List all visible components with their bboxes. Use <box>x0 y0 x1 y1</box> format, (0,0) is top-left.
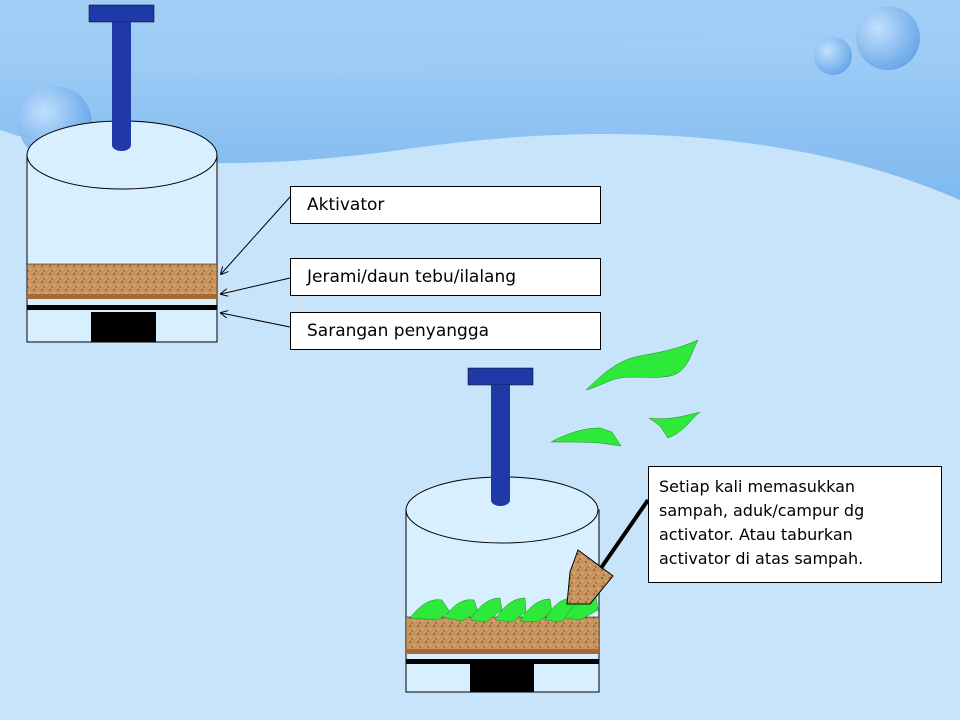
straw-layer-right <box>405 616 600 652</box>
label-aktivator-text: Aktivator <box>307 195 385 215</box>
arrow-jerami <box>221 277 291 294</box>
activator-scoop <box>566 498 650 605</box>
note-line: sampah, aduk/campur dg <box>659 501 865 520</box>
leaf-1 <box>585 339 699 391</box>
instruction-note: Setiap kali memasukkan sampah, aduk/camp… <box>648 466 942 583</box>
straw-base-right <box>406 649 599 654</box>
straw-base-left <box>27 294 217 299</box>
note-line: activator di atas sampah. <box>659 549 864 568</box>
plunger-left <box>88 4 155 151</box>
mesh-left <box>27 305 217 310</box>
arrow-aktivator <box>221 196 291 274</box>
label-jerami-text: Jerami/daun tebu/ilalang <box>307 267 517 287</box>
note-line: Setiap kali memasukkan <box>659 477 856 496</box>
plunger-right-shaft <box>491 385 510 500</box>
mesh-right <box>406 659 599 664</box>
container-right <box>405 339 701 693</box>
label-aktivator: Aktivator <box>290 186 601 224</box>
support-right <box>470 664 534 692</box>
arrow-sarangan <box>221 313 291 328</box>
light-wave-band <box>0 0 960 79</box>
leaf-3 <box>648 411 701 439</box>
plunger-left-shaft <box>112 22 131 145</box>
leaf-2 <box>550 427 622 447</box>
label-jerami: Jerami/daun tebu/ilalang <box>290 258 601 296</box>
bubble-top-right <box>856 6 920 70</box>
note-line: activator. Atau taburkan <box>659 525 853 544</box>
falling-leaves <box>550 339 701 447</box>
container-left <box>26 4 291 343</box>
scoop-handle <box>599 498 650 570</box>
plunger-left-handle <box>88 4 155 23</box>
label-sarangan: Sarangan penyangga <box>290 312 601 350</box>
label-sarangan-text: Sarangan penyangga <box>307 321 490 341</box>
straw-layer-left <box>26 263 218 297</box>
scoop-head <box>566 549 614 605</box>
plunger-right <box>467 367 534 506</box>
plunger-right-handle <box>467 367 534 386</box>
bubble-small <box>814 37 852 75</box>
support-left <box>91 312 156 342</box>
